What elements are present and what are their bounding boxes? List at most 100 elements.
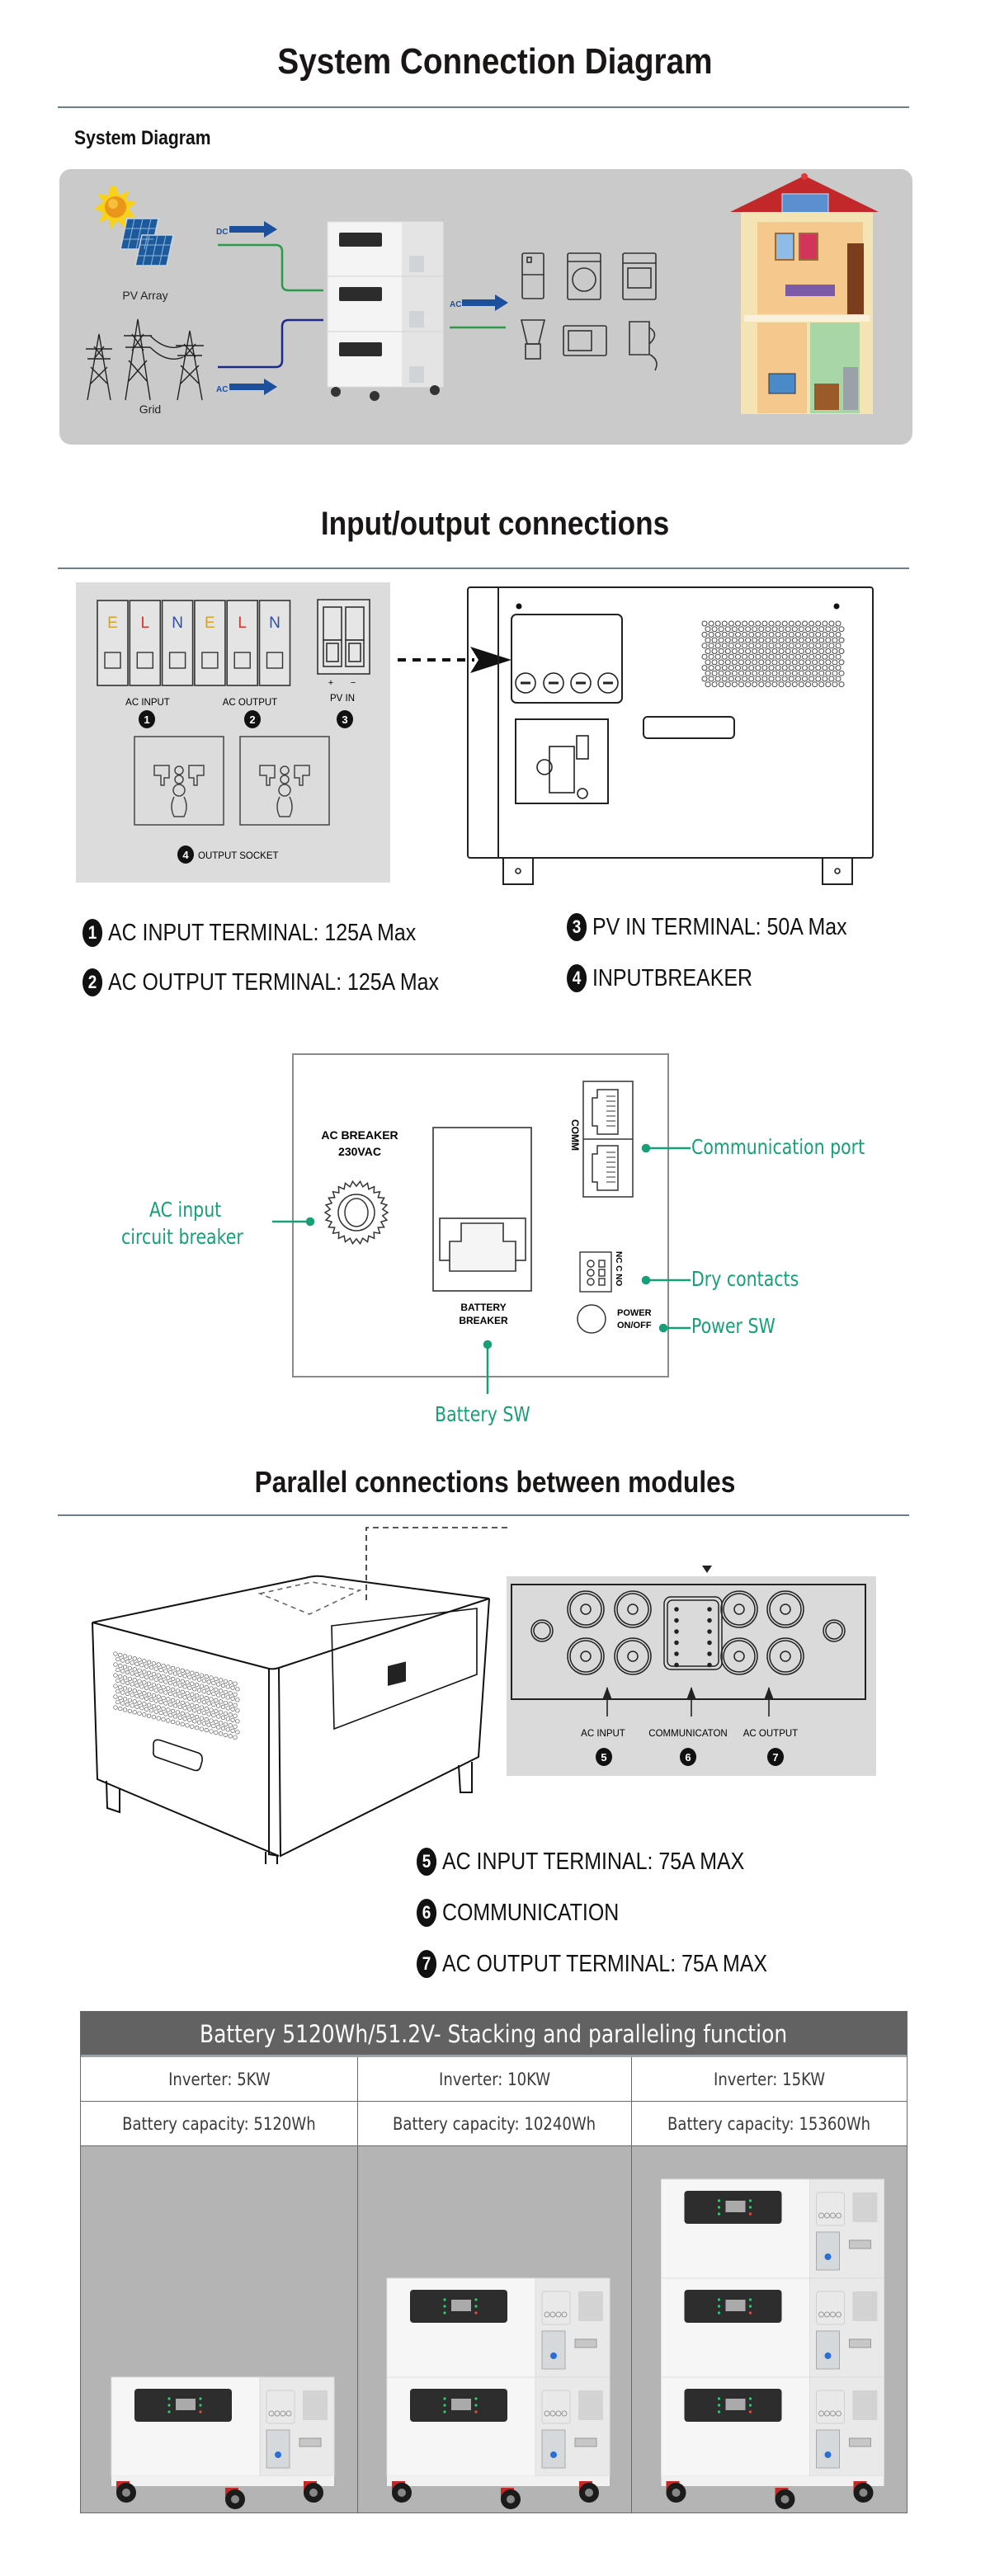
battery-breaker-label-1: BATTERY (460, 1302, 506, 1313)
ac-out-label: AC (450, 300, 461, 309)
pv-in-terminal (317, 599, 370, 675)
dc-arrow-icon (229, 221, 277, 238)
port-label-ac-output: AC OUTPUT (743, 1729, 798, 1739)
dry-contact-icon (579, 1251, 612, 1293)
badge-3: 3 (337, 710, 353, 728)
pv-plus-label: + (328, 678, 333, 688)
badge-2: 2 (244, 710, 261, 728)
comm-port-icon (582, 1081, 634, 1198)
badge-7: 7 (767, 1748, 784, 1766)
caster-wheels-icon (111, 2476, 334, 2509)
vent-grille (113, 1651, 240, 1740)
badge-6: 6 (680, 1748, 696, 1766)
oven-icon (622, 252, 657, 300)
battery-module (661, 2277, 884, 2378)
callout-dry-contacts: Dry contacts (691, 1267, 799, 1291)
system-diagram-panel: PV Array Grid DC AC (59, 169, 912, 445)
battery-module (661, 2376, 884, 2477)
power-switch-icon (577, 1304, 606, 1334)
comm-label: COMM (569, 1119, 581, 1151)
dry-contact-label: NC C NO (614, 1251, 623, 1286)
power-label-2: ON/OFF (617, 1321, 652, 1330)
battery-module (386, 2376, 610, 2477)
refrigerator-icon (521, 252, 544, 299)
microwave-icon (563, 325, 607, 356)
ac-in-label: AC (216, 385, 228, 394)
svg-text:6: 6 (685, 1751, 691, 1764)
kettle-icon (629, 321, 658, 371)
terminal-e: E (97, 600, 129, 686)
svg-text:4: 4 (182, 849, 189, 861)
pv-connection-line (218, 243, 323, 292)
ac-breaker-knob-icon (323, 1180, 389, 1246)
badge-4: 4 (177, 845, 194, 864)
badge-5: 5 (596, 1748, 612, 1766)
parallel-port-panel: AC INPUT COMMUNICATON AC OUTPUT 5 6 7 (507, 1576, 876, 1776)
product-photo-1-module (81, 2146, 358, 2512)
grid-label: Grid (139, 403, 161, 416)
battery-module (111, 2376, 335, 2477)
table-cell-capacity: Battery capacity: 10240Wh (358, 2102, 632, 2146)
pv-in-label: PV IN (330, 694, 355, 704)
table-cell-capacity: Battery capacity: 15360Wh (632, 2102, 907, 2146)
svg-text:5: 5 (601, 1751, 606, 1764)
svg-text:E: E (107, 615, 118, 632)
ac-out-arrow-icon (462, 294, 508, 311)
system-connection-title: System Connection Diagram (277, 41, 713, 82)
module-iso-view (92, 1527, 512, 1864)
port-label-ac-input: AC INPUT (581, 1729, 625, 1739)
ac-output-label: AC OUTPUT (223, 698, 277, 708)
input-output-title: Input/output connections (320, 506, 670, 542)
output-socket-label: OUTPUT SOCKET (198, 851, 279, 861)
battery-module (386, 2277, 610, 2378)
grid-connection-line (218, 318, 323, 369)
washing-machine-icon (567, 252, 601, 300)
svg-text:1: 1 (144, 713, 149, 726)
leader-arrowhead-icon (702, 1566, 712, 1573)
sun-icon (94, 186, 137, 229)
port-cluster (530, 1590, 846, 1675)
callout-lines (272, 1143, 691, 1394)
table-cell-capacity: Battery capacity: 5120Wh (81, 2102, 358, 2146)
caster-wheels-icon (387, 2476, 610, 2509)
port-label-communication: COMMUNICATON (648, 1729, 727, 1739)
callout-battery-sw: Battery SW (435, 1402, 530, 1426)
power-tower-icon (86, 318, 204, 401)
pv-minus-label: − (351, 678, 356, 688)
table-cell-inverter: Inverter: 10KW (358, 2057, 632, 2102)
top-port-outline (257, 1581, 362, 1615)
svg-text:N: N (172, 615, 183, 632)
svg-text:2: 2 (249, 713, 255, 726)
product-photo-2-modules (358, 2146, 632, 2512)
stacking-table: Battery 5120Wh/51.2V- Stacking and paral… (80, 2011, 908, 2513)
pv-array-label: PV Array (122, 289, 167, 302)
table-title: Battery 5120Wh/51.2V- Stacking and paral… (81, 2012, 907, 2057)
power-label-1: POWER (617, 1308, 652, 1318)
badge-1: 1 (139, 710, 155, 728)
ac-in-arrow-icon (229, 379, 277, 395)
svg-text:N: N (269, 615, 280, 632)
house-icon (730, 173, 879, 414)
output-socket-icon (134, 736, 330, 826)
table-cell-inverter: Inverter: 15KW (632, 2057, 907, 2102)
callout-power-sw: Power SW (691, 1314, 776, 1338)
caster-wheels-icon (661, 2476, 884, 2509)
section-divider (58, 567, 909, 569)
product-photo-3-modules (632, 2146, 907, 2512)
battery-module (661, 2178, 884, 2279)
table-cell-inverter: Inverter: 5KW (81, 2057, 358, 2102)
system-diagram-subtitle: System Diagram (74, 127, 211, 149)
ac-breaker-voltage: 230VAC (338, 1145, 381, 1158)
battery-breaker-icon (432, 1127, 532, 1292)
terminal-knobs (515, 672, 841, 874)
svg-text:3: 3 (342, 713, 347, 726)
terminal-e: E (194, 600, 226, 686)
inverter-side-view (398, 586, 874, 885)
terminal-l: L (226, 600, 258, 686)
